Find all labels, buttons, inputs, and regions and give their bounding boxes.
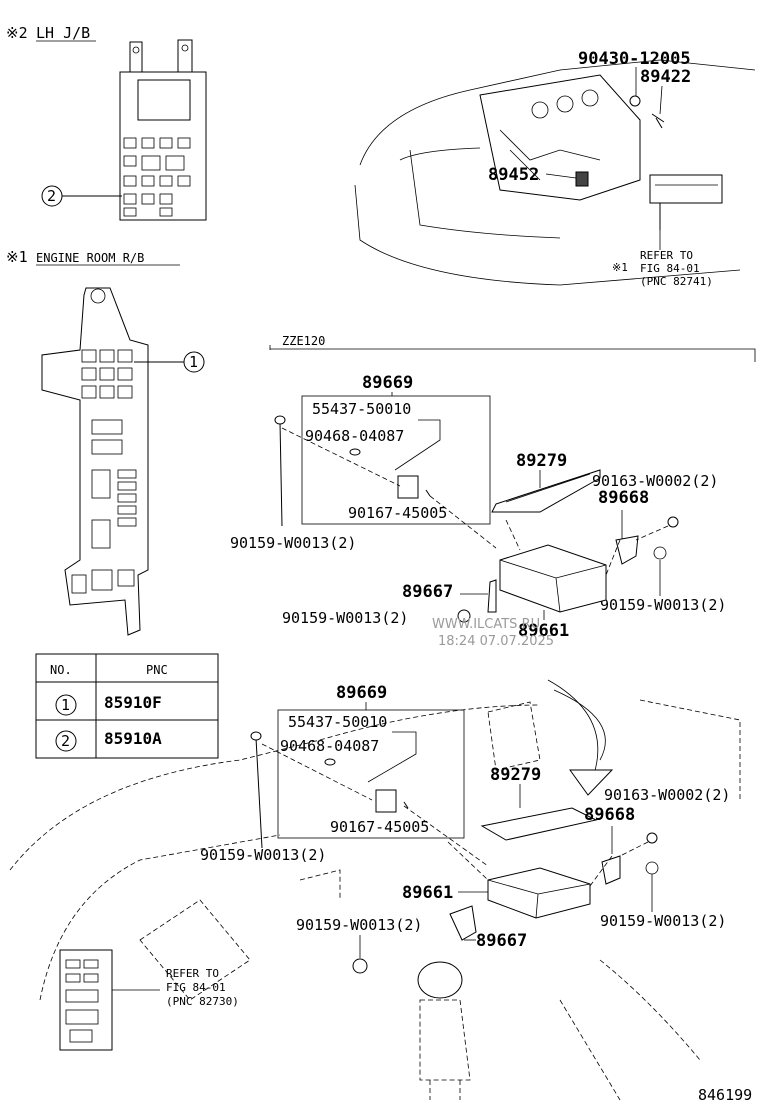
zze-p89279-label: 89279 bbox=[516, 451, 567, 471]
bottom-refer-line3: (PNC 82730) bbox=[166, 995, 239, 1008]
engine-rb-label: ENGINE ROOM R/B bbox=[36, 251, 144, 265]
zze-p90159-bottom-label: 90159-W0013(2) bbox=[282, 609, 408, 627]
zze-p90163-label: 90163-W0002(2) bbox=[592, 472, 718, 490]
lh-jb-label: LH J/B bbox=[36, 24, 90, 42]
p89452-label: 89452 bbox=[488, 165, 539, 185]
illustration-id: 846199 bbox=[698, 1086, 752, 1104]
bot-p90167-label: 90167-45005 bbox=[330, 818, 429, 836]
watermark: WWW.ILCATS.RU 18:24 07.07.2025 bbox=[432, 617, 554, 649]
bot-p90159-left-label: 90159-W0013(2) bbox=[200, 846, 326, 864]
bottom-group: REFER TO FIG 84-01 (PNC 82730) 89669 554… bbox=[9, 679, 741, 1101]
bot-p89667-label: 89667 bbox=[476, 931, 527, 951]
table-row1-pnc: 85910F bbox=[104, 693, 162, 712]
zze-p90167-label: 90167-45005 bbox=[348, 504, 447, 522]
lh-jb-group: ※2 LH J/B 2 bbox=[6, 24, 207, 221]
p90430-label: 90430-12005 bbox=[578, 49, 691, 69]
lh-jb-mark: ※2 bbox=[6, 24, 28, 42]
top-refer-line3: (PNC 82741) bbox=[640, 275, 713, 288]
engine-rb-callout: 1 bbox=[189, 353, 198, 371]
bot-p89668-label: 89668 bbox=[584, 805, 635, 825]
bot-p90468-label: 90468-04087 bbox=[280, 737, 379, 755]
bottom-jb-block bbox=[59, 949, 160, 1051]
pnc-table: NO. PNC 1 85910F 2 85910A bbox=[35, 653, 219, 759]
bot-p90163-label: 90163-W0002(2) bbox=[604, 786, 730, 804]
zze-p89668-label: 89668 bbox=[598, 488, 649, 508]
zze-p90159-left-label: 90159-W0013(2) bbox=[230, 534, 356, 552]
top-refer-mark: ※1 bbox=[612, 261, 628, 274]
engine-bay-group: 90430-12005 89422 89452 ※1 REFER TO FIG … bbox=[354, 49, 756, 288]
bot-p89279-label: 89279 bbox=[490, 765, 541, 785]
table-row1-no: 1 bbox=[61, 696, 70, 714]
engine-rb-mark: ※1 bbox=[6, 248, 28, 266]
lh-jb-box bbox=[119, 39, 207, 221]
bottom-refer-line2: FIG 84-01 bbox=[166, 981, 226, 994]
bot-p89669-label: 89669 bbox=[336, 683, 387, 703]
zze-p89667-label: 89667 bbox=[402, 582, 453, 602]
bot-p90159-mid-label: 90159-W0013(2) bbox=[296, 916, 422, 934]
p89422-label: 89422 bbox=[640, 67, 691, 87]
zze-p55437-label: 55437-50010 bbox=[312, 400, 411, 418]
engine-rb-group: ※1 ENGINE ROOM R/B bbox=[6, 248, 205, 636]
zze-p90468-label: 90468-04087 bbox=[305, 427, 404, 445]
bot-p89661-label: 89661 bbox=[402, 883, 453, 903]
engine-rb-box bbox=[41, 287, 149, 636]
bottom-refer-line1: REFER TO bbox=[166, 967, 219, 980]
watermark-line2: 18:24 07.07.2025 bbox=[438, 634, 554, 649]
zze120-label: ZZE120 bbox=[282, 334, 325, 348]
bot-p90159-right-label: 90159-W0013(2) bbox=[600, 912, 726, 930]
table-row2-no: 2 bbox=[61, 732, 70, 750]
top-refer-line2: FIG 84-01 bbox=[640, 262, 700, 275]
table-head-pnc: PNC bbox=[146, 663, 168, 677]
zze-p89661-label: 89661 bbox=[518, 621, 569, 641]
lh-jb-callout: 2 bbox=[47, 187, 56, 205]
table-row2-pnc: 85910A bbox=[104, 729, 162, 748]
zze120-group: ZZE120 89669 55437-50010 90468-04087 901… bbox=[230, 334, 756, 641]
zze-p89669-label: 89669 bbox=[362, 373, 413, 393]
zze-p90159-right-label: 90159-W0013(2) bbox=[600, 596, 726, 614]
watermark-line1: WWW.ILCATS.RU bbox=[432, 617, 540, 632]
bot-p55437-label: 55437-50010 bbox=[288, 713, 387, 731]
table-head-no: NO. bbox=[50, 663, 72, 677]
top-refer-line1: REFER TO bbox=[640, 249, 693, 262]
